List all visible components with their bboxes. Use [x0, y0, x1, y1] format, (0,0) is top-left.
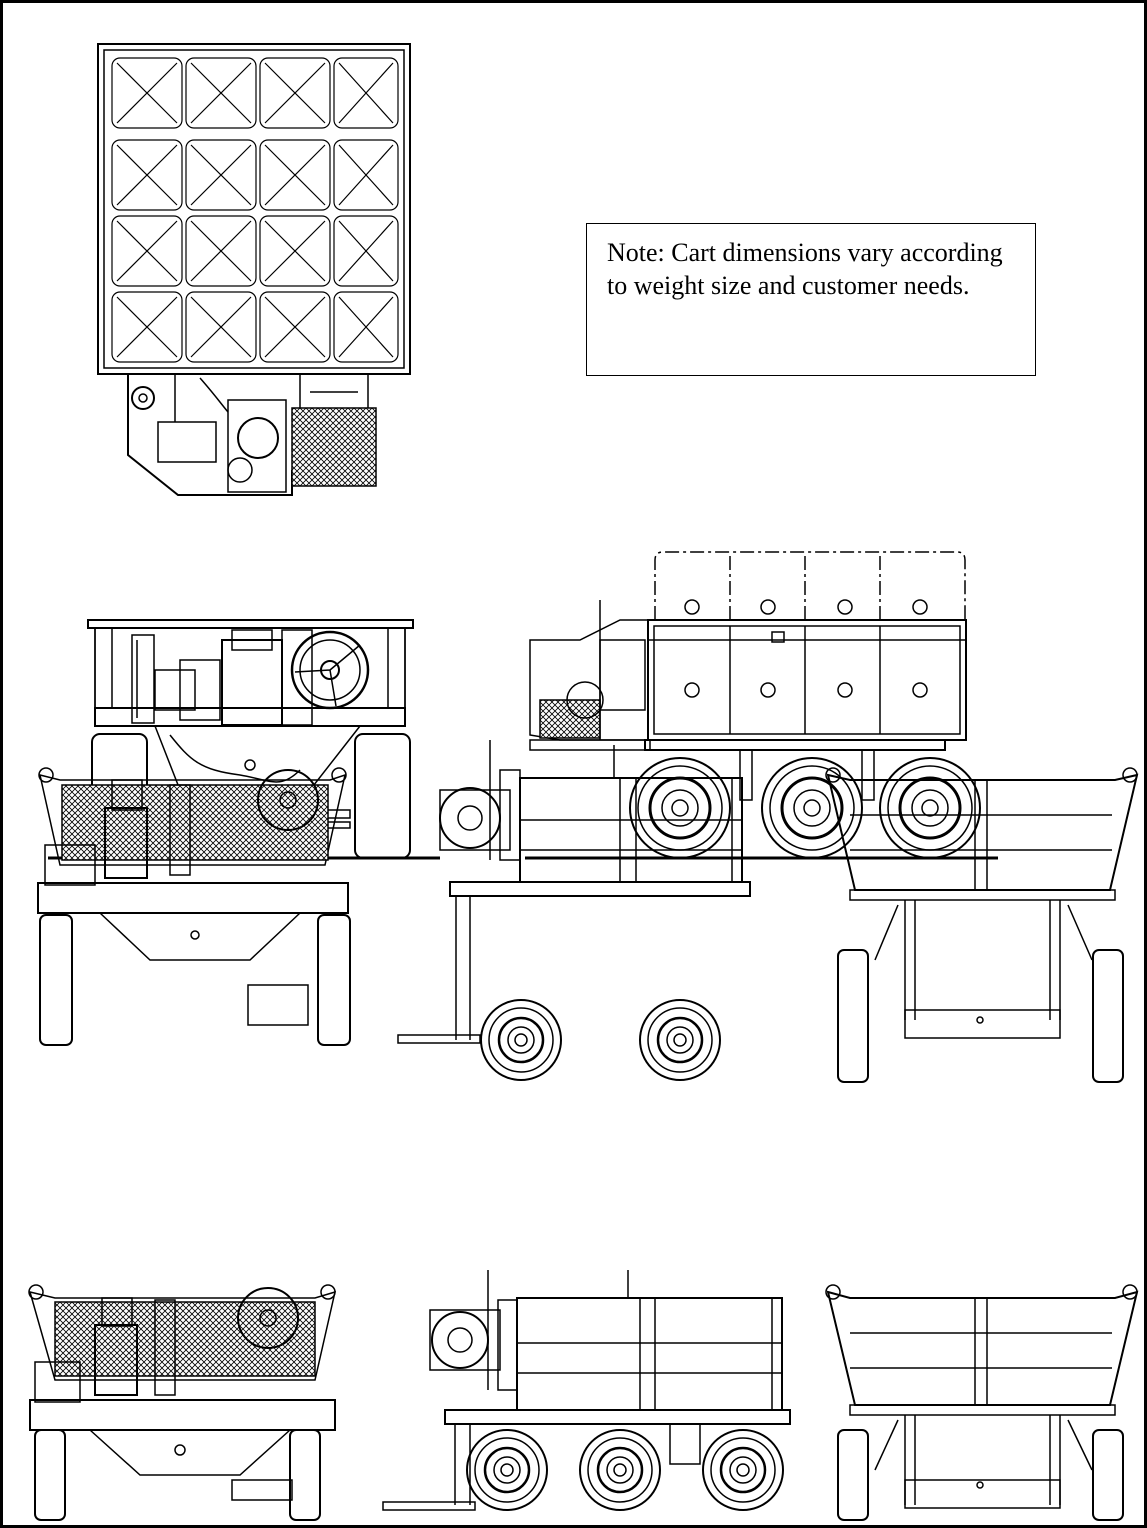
- note-box: Note: Cart dimensions vary according to …: [586, 223, 1036, 376]
- note-text: Note: Cart dimensions vary according to …: [607, 238, 1003, 300]
- top-view-loaded-cart: [97, 43, 411, 496]
